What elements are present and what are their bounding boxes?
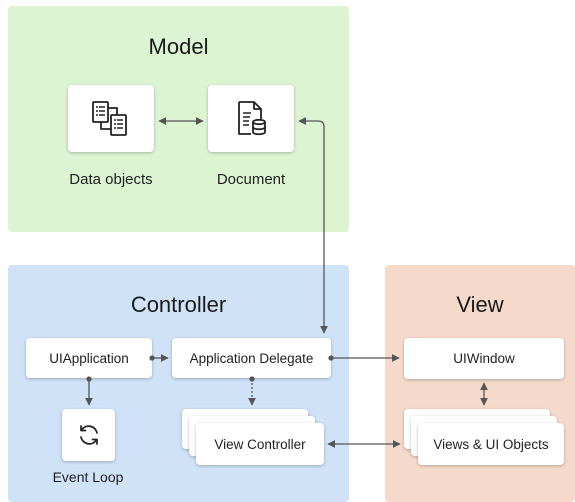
- ui-application-box: UIApplication: [26, 338, 152, 378]
- model-title: Model: [148, 34, 209, 59]
- view-title: View: [456, 292, 504, 317]
- data-objects-label: Data objects: [69, 171, 153, 188]
- event-loop-label: Event Loop: [52, 469, 124, 485]
- controller-region: Controller: [8, 265, 349, 502]
- model-region: Model: [8, 6, 349, 232]
- data-objects-icon: [92, 100, 127, 136]
- event-loop-icon: [79, 425, 98, 445]
- view-region: View: [385, 265, 575, 502]
- document-box: [208, 85, 294, 152]
- document-icon: [238, 100, 266, 135]
- application-delegate-box: Application Delegate: [172, 338, 331, 378]
- document-label: Document: [216, 171, 286, 188]
- views-ui-objects-box: Views & UI Objects: [418, 423, 564, 465]
- data-objects-box: [68, 85, 154, 152]
- controller-title: Controller: [130, 292, 227, 317]
- event-loop-box: [62, 409, 115, 461]
- view-controller-box: View Controller: [196, 423, 324, 465]
- ui-window-box: UIWindow: [404, 338, 564, 379]
